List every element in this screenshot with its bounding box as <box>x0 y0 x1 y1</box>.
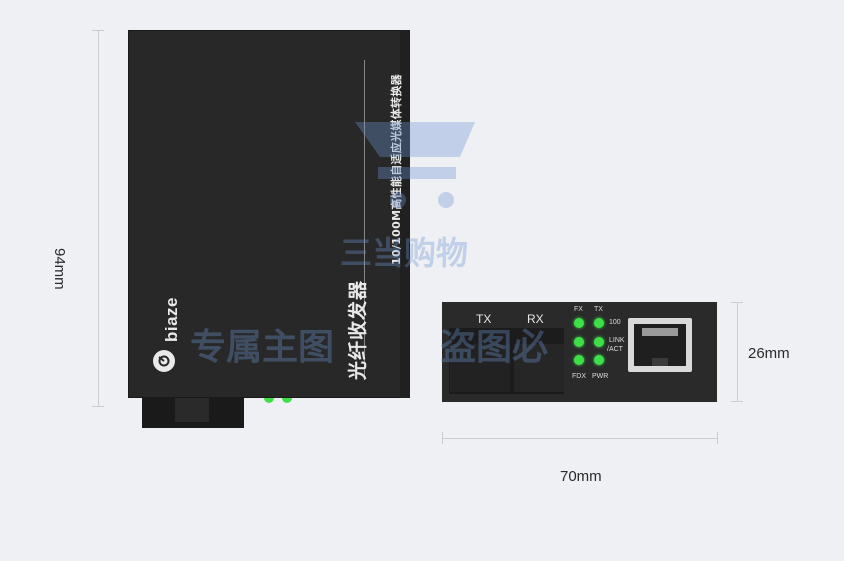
device-title: 光纤收发器 <box>347 279 369 380</box>
led-link-indicator-right <box>594 337 604 347</box>
height-tick-bottom <box>92 406 104 407</box>
width-dimension-line <box>442 438 718 439</box>
fiber-port-tx <box>450 344 510 392</box>
led-tx-indicator <box>594 318 604 328</box>
height-label: 94mm <box>51 248 68 290</box>
led-link-label: LINK <box>609 337 625 344</box>
led-fdx-label: FDX <box>572 373 586 380</box>
height-tick-top <box>92 30 104 31</box>
led-act-label: /ACT <box>607 346 623 353</box>
width-tick-right <box>717 432 718 444</box>
watermark-cart-icon <box>350 112 490 216</box>
device-side-edge <box>400 30 410 398</box>
rj45-port-icon <box>628 318 692 372</box>
led-link-indicator-left <box>574 337 584 347</box>
width-tick-left <box>442 432 443 444</box>
depth-label: 26mm <box>748 345 790 362</box>
width-label: 70mm <box>560 468 602 485</box>
brand-name: biaze <box>162 296 181 342</box>
led-100-label: 100 <box>609 319 621 326</box>
led-fx-indicator <box>574 318 584 328</box>
bottom-led-1 <box>264 398 274 403</box>
depth-tick-bottom <box>731 401 743 402</box>
depth-tick-top <box>731 302 743 303</box>
watermark-text-1: 三当购物 <box>340 234 469 272</box>
led-tx-label: TX <box>594 306 603 313</box>
watermark-text-3: 盗图必 <box>440 327 549 368</box>
depth-dimension-line <box>737 302 738 402</box>
led-fdx-indicator <box>574 355 584 365</box>
led-pwr-indicator <box>594 355 604 365</box>
port-rx-label: RX <box>527 312 544 326</box>
fiber-port-rx <box>514 344 564 392</box>
led-pwr-label: PWR <box>592 373 609 380</box>
fiber-connector-inner <box>175 398 209 422</box>
watermark-text-2: 专属主图 <box>190 327 335 368</box>
height-dimension-line <box>98 30 99 406</box>
led-fx-label: FX <box>574 306 583 313</box>
transceiver-large-device <box>128 30 410 398</box>
port-tx-label: TX <box>476 312 492 326</box>
brand-logo-icon <box>153 350 175 372</box>
device-divider-line <box>364 60 365 380</box>
bottom-led-2 <box>282 398 292 403</box>
